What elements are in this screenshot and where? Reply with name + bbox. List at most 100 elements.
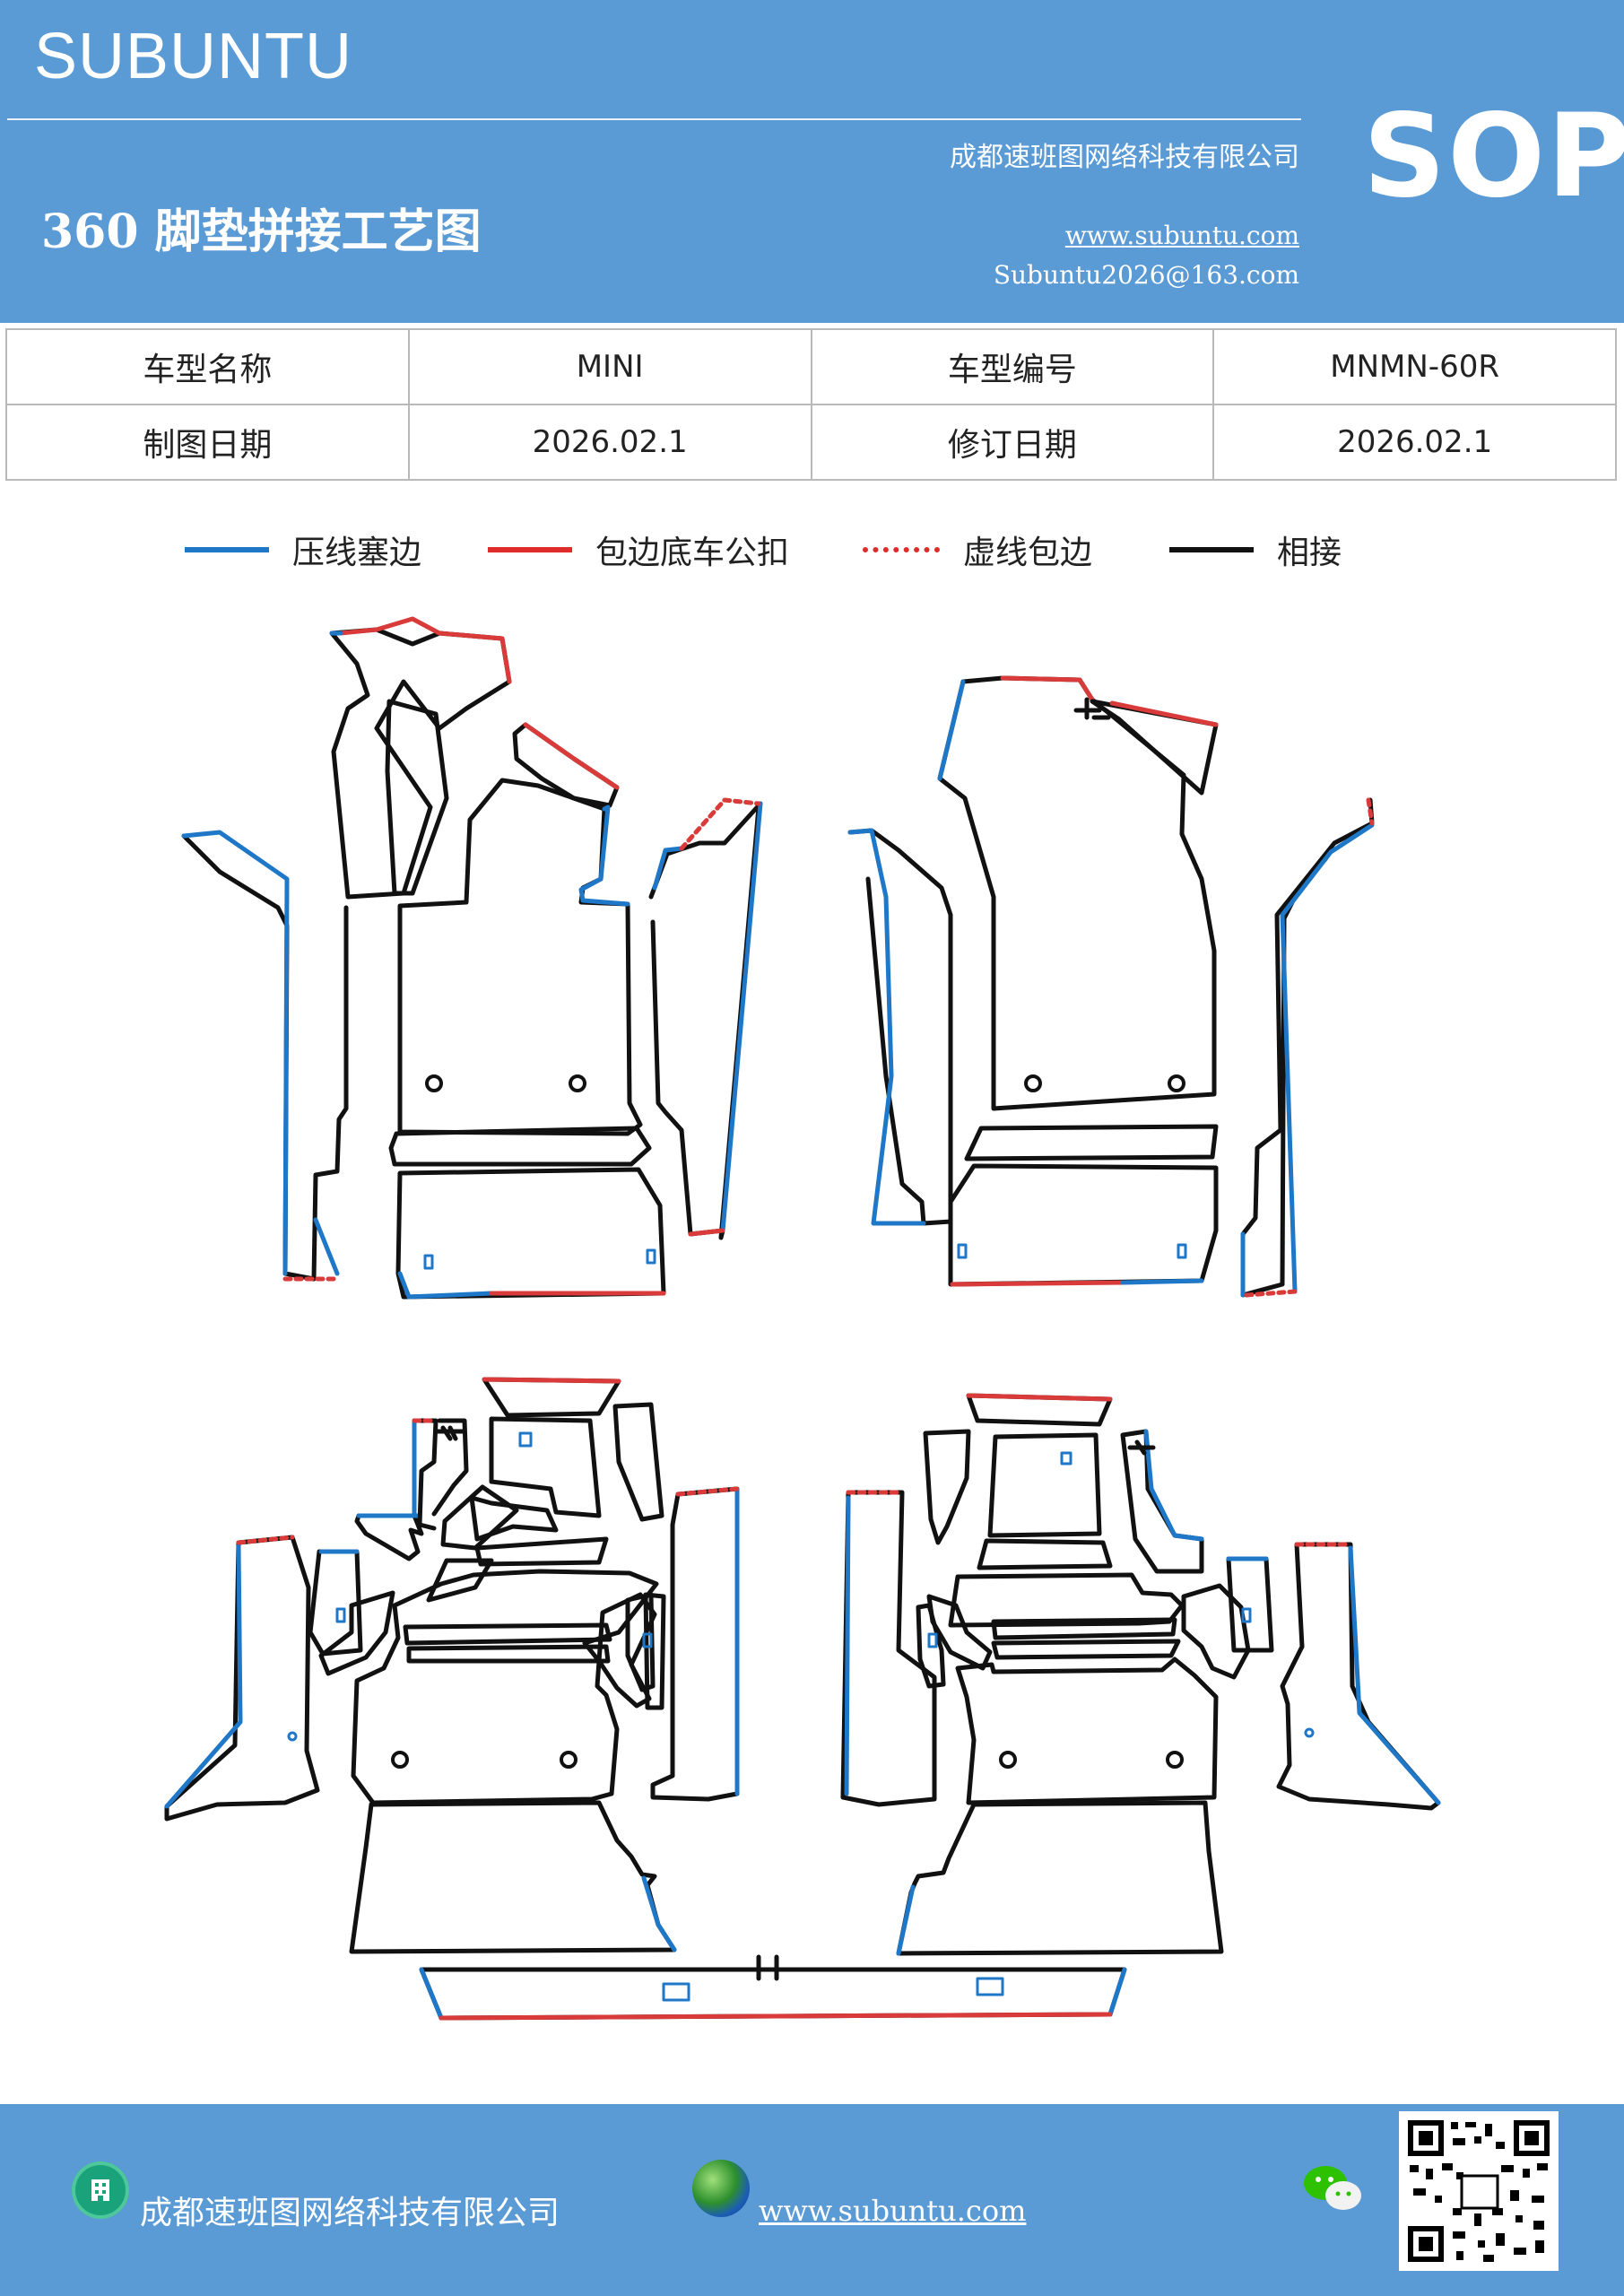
mat-edge-blue xyxy=(1143,1429,1204,1542)
fastener-hole xyxy=(1166,1751,1184,1769)
legend-swatch-red-dotted xyxy=(863,547,940,552)
mat-edge-red xyxy=(523,722,620,790)
mat-edge-blue xyxy=(652,846,684,891)
mat-piece xyxy=(948,1163,1219,1287)
mat-piece xyxy=(948,1572,1185,1628)
header-company: 成都速班图网络科技有限公司 xyxy=(950,142,1299,173)
mat-piece xyxy=(991,1617,1177,1640)
mat-edge-red-dotted xyxy=(1244,1289,1298,1298)
joint-mark xyxy=(1073,697,1111,720)
header-banner xyxy=(0,0,1624,323)
fastener-slot xyxy=(1060,1451,1073,1465)
fastener-slot xyxy=(927,1632,938,1648)
mat-edge-red xyxy=(950,1280,1125,1287)
table-row: 制图日期 2026.02.1 修订日期 2026.02.1 xyxy=(5,404,1617,481)
mat-piece xyxy=(164,1535,320,1822)
mat-edge-red xyxy=(439,2012,1113,2021)
fastener-hole xyxy=(287,1731,298,1742)
fastener-hole xyxy=(1024,1074,1042,1092)
mat-piece xyxy=(937,675,1217,1111)
legend-label: 压线塞边 xyxy=(292,535,422,571)
mat-piece xyxy=(1276,1542,1441,1811)
legend-label: 包边底车公扣 xyxy=(595,535,790,571)
model-name-label: 车型名称 xyxy=(5,328,410,405)
sop-badge: SOP xyxy=(1363,90,1624,223)
mat-piece xyxy=(354,1513,424,1561)
mat-piece xyxy=(406,1644,611,1664)
mat-edge-blue xyxy=(419,1967,444,2021)
document-title: 360 脚垫拼接工艺图 xyxy=(41,204,482,259)
footer-website-link[interactable]: www.subuntu.com xyxy=(759,2194,1027,2228)
fastener-slot xyxy=(1177,1243,1187,1259)
joint-mark xyxy=(749,1954,790,1981)
fastener-slot xyxy=(423,1254,434,1270)
bottom-left-mat-group xyxy=(164,1377,740,1954)
mat-edge-blue xyxy=(720,801,763,1233)
mat-edge-blue xyxy=(844,1495,851,1796)
building-icon xyxy=(72,2161,129,2219)
mat-edge-blue xyxy=(1107,1967,1127,2017)
header-email[interactable]: Subuntu2026@163.com xyxy=(993,260,1299,290)
mat-piece xyxy=(650,1486,740,1802)
mat-piece xyxy=(385,699,449,896)
mat-piece xyxy=(977,1538,1113,1570)
legend-item-edge-buckle: 包边底车公扣 xyxy=(488,527,789,572)
mat-edge-red xyxy=(966,1393,1113,1402)
mat-piece xyxy=(916,1603,946,1689)
mat-piece xyxy=(403,1622,612,1646)
qr-code xyxy=(1399,2111,1559,2271)
info-table: 车型名称 MINI 车型编号 MNMN-60R 制图日期 2026.02.1 修… xyxy=(5,328,1617,481)
mat-edge-red xyxy=(482,1377,621,1384)
wechat-icon[interactable] xyxy=(1302,2161,1365,2215)
mat-piece xyxy=(431,1418,469,1517)
mat-edge-blue xyxy=(641,1875,677,1952)
top-right-mat-group xyxy=(847,675,1375,1298)
fastener-hole xyxy=(391,1751,409,1769)
mat-piece xyxy=(648,801,763,1240)
mat-piece xyxy=(612,1402,664,1522)
mat-edge-blue xyxy=(847,828,926,1226)
legend-swatch-black xyxy=(1169,547,1254,552)
mat-edge-blue xyxy=(397,1271,494,1300)
mat-piece xyxy=(329,627,512,900)
revise-date-label: 修订日期 xyxy=(810,404,1215,481)
mat-piece xyxy=(840,1490,937,1807)
mat-piece xyxy=(318,1590,395,1676)
model-code-label: 车型编号 xyxy=(810,328,1215,405)
mat-piece xyxy=(1240,797,1375,1298)
mat-piece xyxy=(1120,1429,1204,1574)
mat-edge-blue xyxy=(896,1884,916,1956)
mat-piece xyxy=(964,1124,1219,1161)
mat-edge-red-dotted xyxy=(236,1535,295,1545)
footer-company: 成都速班图网络科技有限公司 xyxy=(140,2195,560,2231)
mat-piece xyxy=(987,1432,1102,1538)
mat-piece xyxy=(351,1569,659,1805)
mat-edge-blue xyxy=(937,679,966,781)
legend-swatch-blue xyxy=(185,547,269,552)
mat-edge-red xyxy=(1000,675,1095,702)
mat-edge-blue xyxy=(578,804,630,907)
model-code-value: MNMN-60R xyxy=(1212,328,1617,405)
model-name-value: MINI xyxy=(407,328,812,405)
fastener-slot xyxy=(646,1248,656,1265)
draw-date-label: 制图日期 xyxy=(5,404,410,481)
draw-date-value: 2026.02.1 xyxy=(407,404,812,481)
header-website-link[interactable]: www.subuntu.com xyxy=(1064,221,1299,250)
mat-piece xyxy=(419,1967,1127,2021)
mat-piece xyxy=(1226,1556,1274,1653)
mat-piece xyxy=(1090,699,1219,796)
fastener-slot xyxy=(957,1243,968,1259)
fastener-hole xyxy=(569,1074,586,1092)
fastener-slot xyxy=(335,1607,346,1623)
mat-edge-red xyxy=(338,616,512,684)
fastener-hole xyxy=(1168,1074,1185,1092)
fastener-hole xyxy=(425,1074,443,1092)
mat-piece xyxy=(489,1416,602,1518)
mat-piece xyxy=(1181,1583,1251,1680)
joint-mark xyxy=(1127,1439,1156,1456)
mat-piece xyxy=(923,1429,971,1545)
bottom-right-mat-group xyxy=(840,1393,1441,1956)
fastener-slot xyxy=(642,1632,653,1648)
mat-piece xyxy=(469,1495,559,1542)
